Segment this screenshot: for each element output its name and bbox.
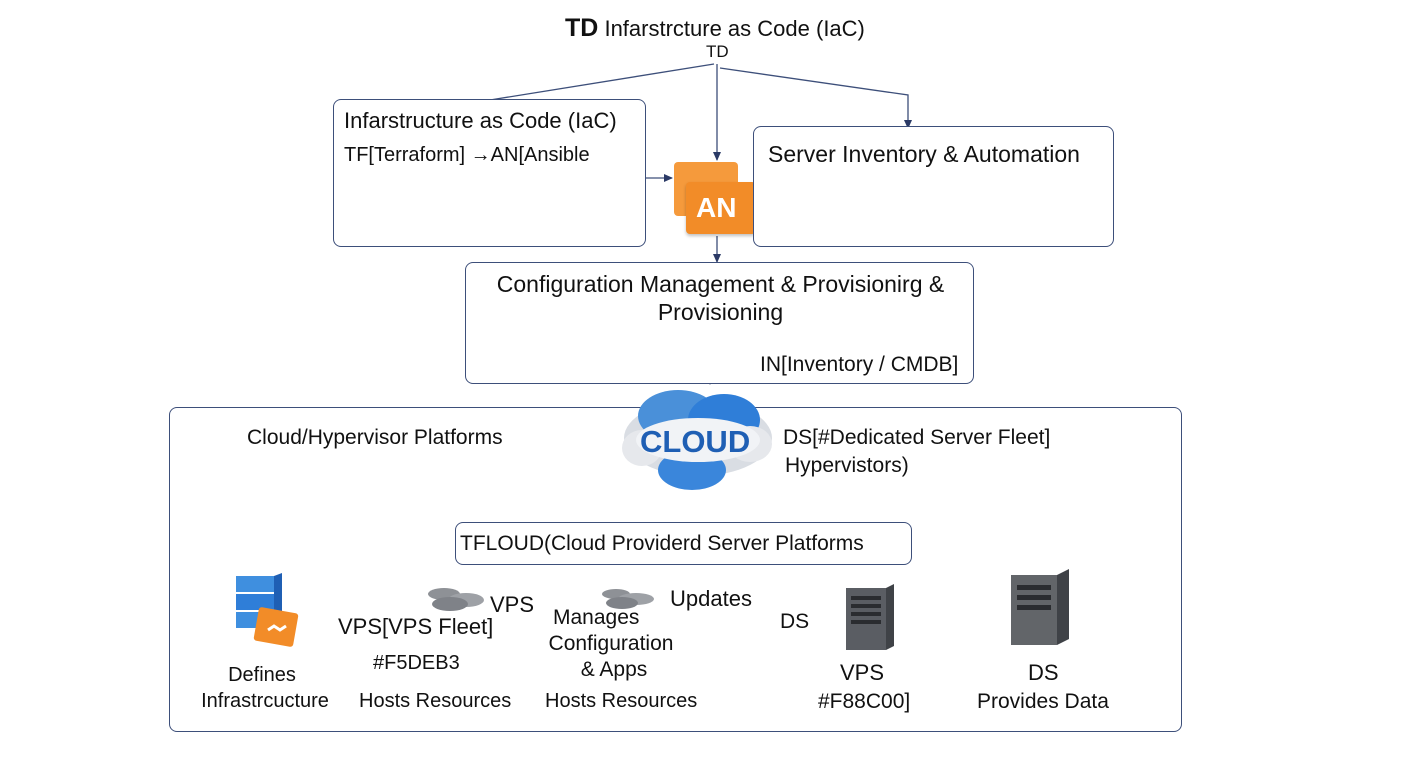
node3-apps: & Apps bbox=[580, 658, 648, 681]
node3-updates: Updates bbox=[670, 586, 752, 611]
node3-config: Configuration bbox=[548, 632, 674, 655]
ds-fleet-line2: Hypervistors) bbox=[785, 454, 909, 477]
title-prefix: TD bbox=[565, 14, 599, 42]
config-disks-icon bbox=[602, 589, 654, 609]
td-to-iac-line bbox=[489, 63, 715, 101]
title-sub: TD bbox=[706, 42, 729, 61]
node1-line1: Defines bbox=[228, 664, 296, 686]
cloud-icon bbox=[622, 390, 772, 490]
node2-hosts-label: Hosts Resources bbox=[359, 690, 512, 712]
infrastructure-blocks-icon bbox=[236, 573, 299, 647]
ds-fleet-line1: DS[#Dedicated Server Fleet] bbox=[783, 426, 1051, 449]
iac-box: Infarstructure as Code (IaC) TF[Terrafor… bbox=[333, 99, 646, 247]
td-to-server-line bbox=[719, 67, 912, 129]
vps-server-icon bbox=[846, 584, 894, 650]
diagram-title: TD Infarstrcture as Code (IaC) bbox=[565, 14, 865, 43]
ansible-icon-label: AN bbox=[696, 192, 737, 223]
vps-disks-icon bbox=[428, 588, 484, 611]
iac-box-title: Infarstructure as Code (IaC) bbox=[344, 108, 617, 133]
node3-hosts: Hosts Resources bbox=[545, 690, 698, 712]
ansible-icon: AN bbox=[674, 162, 758, 236]
config-title-line2: Provisioning bbox=[657, 299, 784, 325]
tfloud-box: TFLOUD(Cloud Providerd Server Platforms bbox=[455, 522, 912, 565]
server-inventory-title: Server Inventory & Automation bbox=[768, 141, 1080, 167]
title-text: Infarstrcture as Code (IaC) bbox=[604, 16, 865, 41]
ds-server-icon bbox=[1011, 569, 1069, 645]
node4-vps-label: VPS bbox=[840, 660, 885, 685]
config-title-line1: Configuration Management & Provisionirg … bbox=[496, 271, 945, 297]
node4-color-label: #F88C00] bbox=[818, 690, 911, 713]
node2-vps-label: VPS bbox=[490, 592, 535, 617]
node4-ds-label: DS bbox=[780, 610, 810, 633]
iac-box-line: TF[Terraform] →AN[Ansible bbox=[344, 144, 590, 166]
tfloud-label: TFLOUD(Cloud Providerd Server Platforms bbox=[460, 532, 864, 555]
node5-provides-label: Provides Data bbox=[977, 690, 1109, 713]
node2-fleet-label: VPS[VPS Fleet] bbox=[338, 614, 494, 639]
platform-title: Cloud/Hypervisor Platforms bbox=[247, 426, 503, 449]
node3-manages: Manages bbox=[553, 606, 640, 629]
node1-line2: Infrastrcucture bbox=[201, 690, 329, 712]
cloud-label: CLOUD bbox=[640, 424, 751, 459]
server-inventory-box: Server Inventory & Automation bbox=[753, 126, 1114, 247]
config-box: Configuration Management & Provisionirg … bbox=[465, 262, 974, 384]
node2-color-label: #F5DEB3 bbox=[373, 652, 460, 674]
node5-ds-label: DS bbox=[1028, 660, 1059, 685]
inventory-label: IN[Inventory / CMDB] bbox=[760, 353, 959, 376]
